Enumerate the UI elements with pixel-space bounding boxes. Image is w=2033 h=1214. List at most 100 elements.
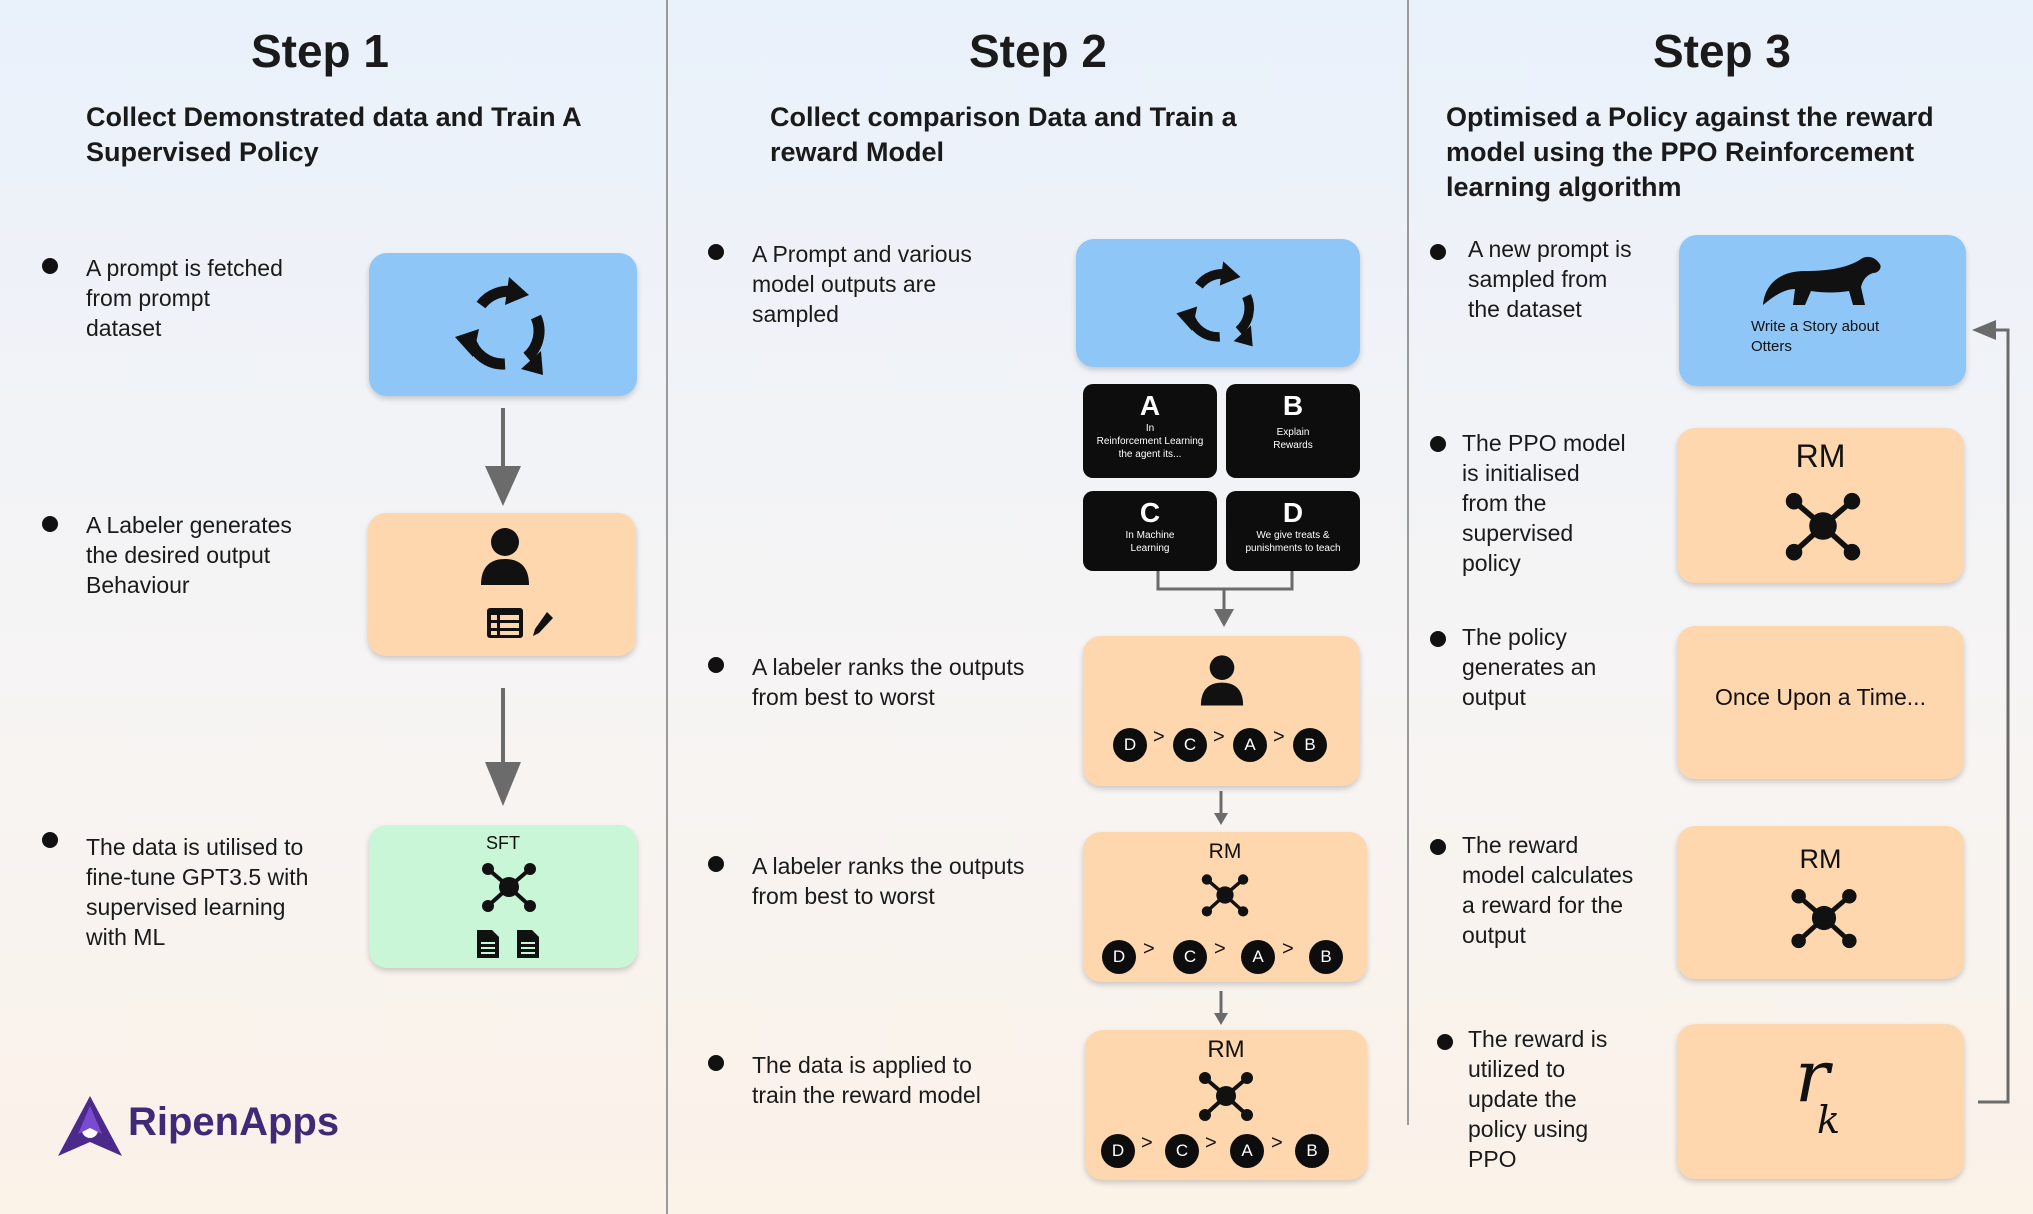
rank-c: C: [1173, 940, 1207, 974]
reward-model-card: RM: [1677, 826, 1964, 979]
rank-c: C: [1173, 728, 1207, 762]
bullet: [42, 516, 58, 532]
prompt-outputs-card: [1076, 239, 1360, 367]
rank-a: A: [1233, 728, 1267, 762]
rank-b: B: [1293, 728, 1327, 762]
network-icon: [1201, 874, 1249, 917]
bullet: [42, 832, 58, 848]
arrow-down-small: [1214, 991, 1228, 1025]
output-card-c: C In Machine Learning: [1083, 491, 1217, 571]
table-icon: [487, 608, 523, 638]
merge-arrow: [1156, 571, 1294, 627]
policy-output-card: Once Upon a Time...: [1677, 626, 1964, 779]
step3-title: Step 3: [1652, 25, 1792, 77]
reward-card: r k: [1677, 1024, 1964, 1179]
network-icon: [482, 863, 536, 912]
network-icon: [1785, 492, 1861, 561]
rank-d: D: [1113, 728, 1147, 762]
reward-subscript: k: [1817, 1098, 1841, 1142]
brand-logo: RipenApps: [56, 1094, 356, 1160]
greater-than: >: [1282, 938, 1294, 960]
ranking-card: D > C > A > B: [1083, 636, 1360, 786]
output-card-d: D We give treats & punishments to teach: [1226, 491, 1360, 571]
user-icon: [1200, 655, 1244, 706]
recycle-icon: [1176, 261, 1254, 347]
bullet: [1430, 631, 1446, 647]
reward-symbol: r: [1795, 1034, 1830, 1118]
bullet: [1430, 839, 1446, 855]
arrow-down: [485, 408, 521, 506]
greater-than: >: [1141, 1132, 1153, 1154]
document-icon: [517, 930, 539, 958]
rm-label: RM: [1799, 844, 1842, 874]
bullet: [708, 1055, 724, 1071]
greater-than: >: [1143, 938, 1155, 960]
bullet: [1430, 244, 1446, 260]
rm-label: RM: [1207, 1036, 1245, 1063]
greater-than: >: [1271, 1132, 1283, 1154]
user-icon: [481, 528, 529, 585]
output-card-a: A In Reinforcement Learning the agent it…: [1083, 384, 1217, 478]
arrow-down-small: [1214, 791, 1228, 825]
divider-right: [1407, 0, 1409, 1125]
rank-b: B: [1309, 940, 1343, 974]
rank-d: D: [1101, 1134, 1135, 1168]
ppo-model-card: RM: [1677, 428, 1964, 583]
step2-title: Step 2: [968, 25, 1108, 77]
output-text: Once Upon a Time...: [1715, 684, 1926, 710]
rm-label: RM: [1795, 438, 1846, 474]
greater-than: >: [1213, 726, 1225, 748]
bullet: [1437, 1034, 1453, 1050]
pencil-icon: [533, 612, 553, 636]
step1-title: Step 1: [250, 25, 390, 77]
rank-c: C: [1165, 1134, 1199, 1168]
ripenapps-logo-icon: [58, 1096, 122, 1156]
bullet: [1430, 436, 1446, 452]
brand-name: RipenApps: [128, 1100, 340, 1144]
rank-b: B: [1295, 1134, 1329, 1168]
rank-d: D: [1102, 940, 1136, 974]
rm-ranking-card: RM D > C > A > B: [1083, 832, 1367, 982]
bullet: [708, 856, 724, 872]
greater-than: >: [1273, 726, 1285, 748]
feedback-loop-arrow: [1972, 320, 2010, 1104]
bullet: [42, 258, 58, 274]
otter-icon: [1763, 256, 1881, 305]
rm-label: RM: [1208, 840, 1242, 863]
document-icon: [477, 930, 499, 958]
sft-card: SFT: [369, 825, 637, 968]
rank-a: A: [1241, 940, 1275, 974]
labeler-card: [368, 513, 636, 656]
bullet: [708, 657, 724, 673]
network-icon: [1199, 1072, 1253, 1121]
greater-than: >: [1205, 1132, 1217, 1154]
rank-a: A: [1230, 1134, 1264, 1168]
greater-than: >: [1153, 726, 1165, 748]
greater-than: >: [1214, 938, 1226, 960]
network-icon: [1791, 889, 1857, 949]
output-card-b: B Explain Rewards: [1226, 384, 1360, 478]
divider-left: [666, 0, 668, 1214]
sft-label: SFT: [486, 833, 520, 853]
bullet: [708, 244, 724, 260]
recycle-icon: [455, 277, 545, 375]
rm-train-card: RM D > C > A > B: [1085, 1030, 1367, 1180]
arrow-down: [485, 688, 521, 806]
